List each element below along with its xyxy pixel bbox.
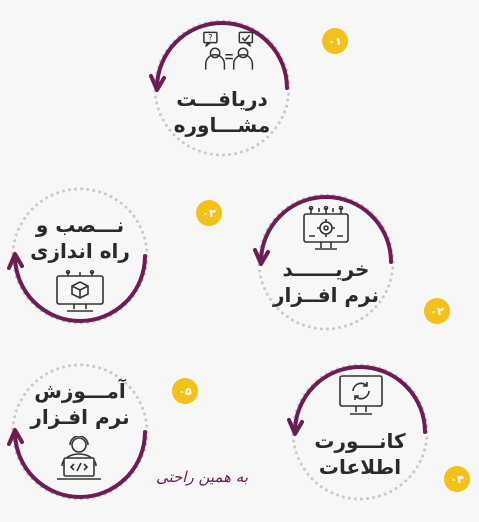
step-title-line1: کانـــورت xyxy=(314,429,406,453)
step-title-line2: راه اندازی xyxy=(30,239,130,263)
step-number-badge: ۰۲ xyxy=(424,298,450,324)
step-5-training: آمـــوزش نرم افـزار xyxy=(7,362,150,502)
step-title-line2: مشـــاوره xyxy=(173,113,271,137)
step-ring xyxy=(7,187,149,325)
step-4-data-convert: کانـــورت اطلاعات xyxy=(287,362,430,502)
step-title-line2: اطلاعات xyxy=(318,455,402,479)
step-number-badge: ۰۱ xyxy=(322,28,348,54)
step-ring xyxy=(287,363,429,501)
step-ring xyxy=(149,19,291,157)
step-title-line2: نرم افـزار xyxy=(30,405,130,429)
step-ring xyxy=(7,363,149,501)
step-3-installation: نـــصب و راه اندازی xyxy=(7,186,150,326)
consultation-icon: ? xyxy=(203,31,254,70)
svg-text:?: ? xyxy=(208,33,212,43)
step-2-purchase: خریــــــد نرم افــزار xyxy=(253,192,396,332)
step-number-badge: ۰۴ xyxy=(444,466,470,492)
circuit-gear-monitor-icon xyxy=(303,206,349,250)
step-title-line1: خریــــــد xyxy=(282,257,370,281)
programmer-icon xyxy=(57,436,101,480)
step-title-line1: آمـــوزش xyxy=(34,379,126,403)
step-title-line1: نـــصب و xyxy=(35,213,125,237)
convert-monitor-icon xyxy=(339,375,383,415)
monitor-cube-icon xyxy=(56,270,104,312)
step-title-line2: نرم افــزار xyxy=(272,283,379,307)
step-number-badge: ۰۳ xyxy=(196,200,222,226)
step-title-line1: دریافـــت xyxy=(176,87,268,111)
step-1-consultation: ? دریافـــت مشـــاوره xyxy=(149,18,292,158)
step-ring xyxy=(253,193,395,331)
tagline: به همین راحتی xyxy=(156,468,248,486)
step-number-badge: ۰۵ xyxy=(172,378,198,404)
